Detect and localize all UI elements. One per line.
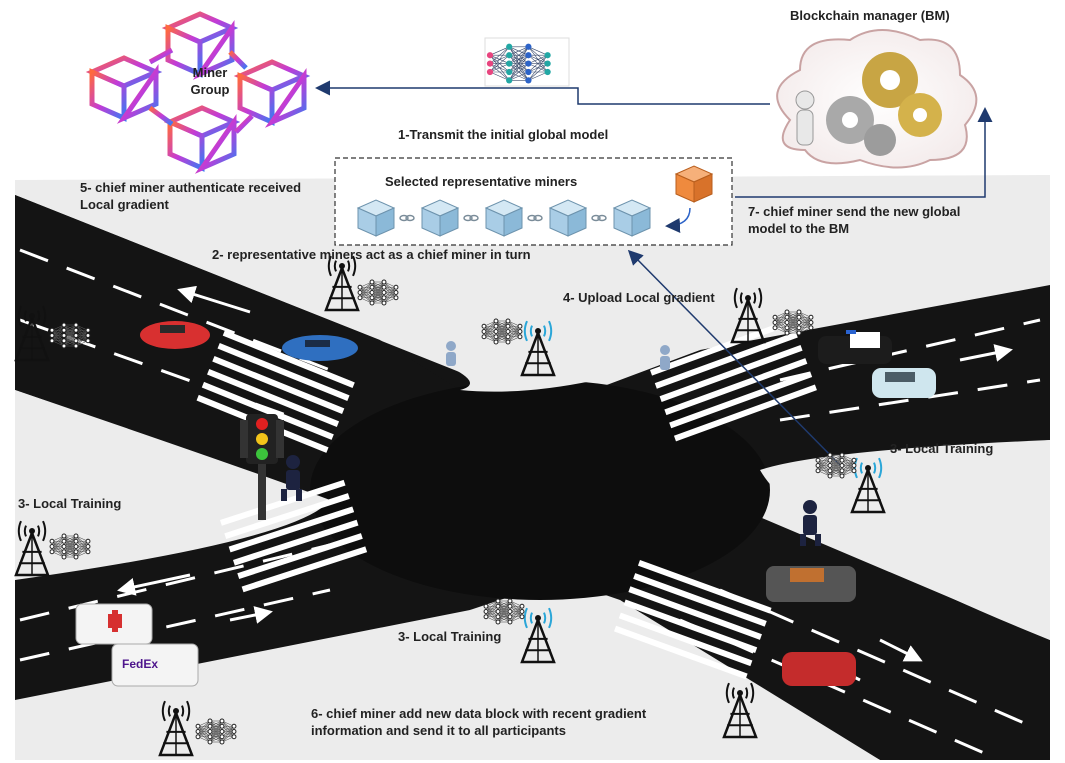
- cube-icon: [85, 55, 163, 124]
- car-icon: [872, 368, 936, 398]
- gear-cloud-icon: [776, 29, 978, 169]
- tower-icon: [520, 607, 556, 664]
- neural-network-icon: [357, 279, 399, 306]
- tower-icon: [14, 520, 50, 577]
- crosswalk-se: [614, 560, 772, 680]
- fedex-label: FedEx: [122, 657, 158, 671]
- neural-network-icon: [195, 718, 237, 745]
- car-icon: [782, 652, 856, 686]
- nn-icons: [49, 43, 857, 745]
- arrow-upload-gradient: [627, 249, 841, 466]
- neural-network-icon: [815, 452, 857, 479]
- cube-icon: [484, 199, 524, 237]
- chief-rotation-arrow: [665, 207, 691, 233]
- neural-network-icon: [481, 318, 523, 345]
- neural-network-icon: [49, 322, 91, 349]
- miner-group-icon: [85, 11, 311, 174]
- step3-left-label: 3- Local Training: [18, 496, 122, 511]
- pedestrian-icon: [446, 341, 456, 366]
- neural-network-icon: [772, 309, 814, 336]
- chief-miner-cube: [674, 165, 714, 203]
- tower-icon: [324, 255, 360, 312]
- junction: [310, 380, 770, 600]
- step5-label: 5- chief miner authenticate received Loc…: [80, 180, 302, 212]
- crosswalk-ne: [650, 318, 817, 442]
- corner-west: [15, 390, 330, 580]
- tower-icon: [730, 287, 766, 344]
- car-icon: [140, 321, 210, 349]
- car-icon: [75, 603, 153, 645]
- roads: [15, 195, 1050, 760]
- cube-icon: [420, 199, 460, 237]
- cube-icon: [161, 11, 239, 80]
- pedestrian-icon: [800, 500, 821, 546]
- crosswalks: [196, 318, 817, 680]
- cube-icon: [612, 199, 652, 237]
- corner-north: [380, 300, 700, 392]
- tower-icon: [722, 682, 758, 739]
- step7-label: 7- chief miner send the new global model…: [748, 204, 961, 236]
- cube-icon: [233, 59, 311, 128]
- towers: [14, 255, 886, 757]
- representative-cubes: [356, 199, 652, 237]
- step3-right-label: 3- Local Training: [890, 441, 994, 456]
- crosswalk-sw: [219, 479, 368, 593]
- car-icon: [766, 566, 856, 602]
- neural-network-icon: [483, 598, 525, 625]
- step1-label: 1-Transmit the initial global model: [398, 127, 609, 142]
- cube-icon: [548, 199, 588, 237]
- step3-bottom-label: 3- Local Training: [398, 629, 502, 644]
- pedestrian-icon: [281, 455, 302, 501]
- tower-icon: [158, 700, 194, 757]
- car-icon: FedEx: [111, 643, 199, 687]
- representative-miners-box: [334, 157, 733, 246]
- corner-east: [760, 440, 1050, 640]
- pedestrian-icon: [660, 345, 670, 370]
- traffic-light-icon: [240, 414, 284, 520]
- arrow-transmit-model: [315, 80, 770, 105]
- tower-icon: [14, 305, 50, 362]
- car-icon: [818, 330, 892, 364]
- tower-icon: [850, 457, 886, 514]
- car-icon: [282, 335, 358, 361]
- step6-label: 6- chief miner add new data block with r…: [311, 706, 647, 738]
- selected-miners-label: Selected representative miners: [385, 174, 578, 189]
- tower-icon: [520, 320, 556, 377]
- cube-icon: [356, 199, 396, 237]
- neural-network-icon: [486, 43, 551, 84]
- arrow-send-global-model: [735, 107, 993, 198]
- corner-south: [300, 600, 880, 760]
- step2-label: 2- representative miners act as a chief …: [212, 247, 531, 262]
- miner-group-label: Miner Group: [190, 65, 230, 97]
- neural-network-icon: [49, 533, 91, 560]
- cube-icon: [163, 105, 241, 174]
- step4-label: 4- Upload Local gradient: [563, 290, 715, 305]
- blockchain-manager-label: Blockchain manager (BM): [790, 8, 950, 23]
